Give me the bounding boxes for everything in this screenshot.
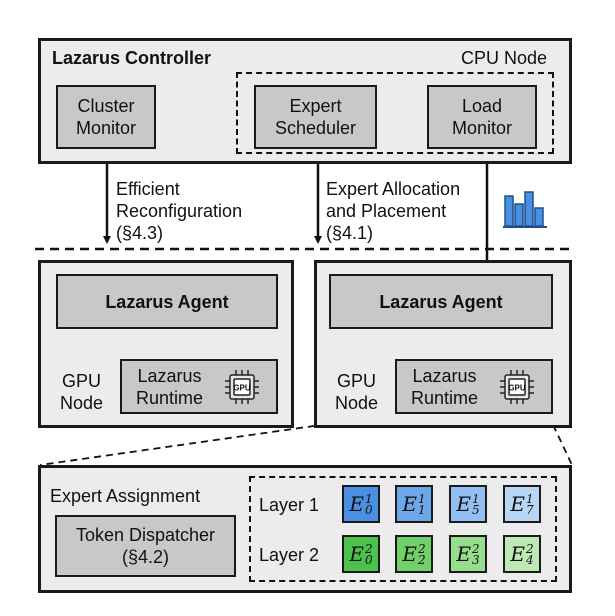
expert-base: E [402, 541, 417, 566]
lazarus-agent-label-left: Lazarus Agent [105, 291, 229, 312]
expert-assignment-label: Expert Assignment [50, 486, 201, 506]
cpu-node-label: CPU Node [461, 48, 548, 68]
reconfig-line-3: (§4.3) [116, 223, 164, 243]
expert-id-index: 2 [417, 553, 426, 568]
zoom-line-right [547, 413, 573, 466]
expert-base: E [349, 541, 364, 566]
bar-chart-icon [503, 191, 547, 228]
load-monitor-box: Load Monitor [427, 85, 537, 149]
allocation-line-2: and Placement [326, 201, 447, 221]
expert-id-index: 4 [525, 553, 534, 568]
expert-base: E [456, 491, 471, 516]
runtime-line-2-left: Runtime [136, 387, 204, 408]
expert-layer-index: 1 [471, 492, 480, 507]
reconfig-label: Efficient Reconfiguration (§4.3) [116, 178, 242, 244]
expert-layer-index: 2 [525, 542, 534, 557]
expert-base: E [456, 541, 471, 566]
expert-layer-index: 2 [417, 542, 426, 557]
lazarus-runtime-label-right: Lazarus Runtime [411, 365, 478, 409]
expert-id-index: 3 [471, 553, 480, 568]
expert-scheduler-label: Expert Scheduler [274, 96, 357, 138]
allocation-line-3: (§4.1) [326, 223, 374, 243]
expert-layer-index: 1 [364, 492, 373, 507]
scheduler-group-boundary [236, 72, 554, 154]
cluster-monitor-label: Cluster Monitor [75, 96, 137, 138]
load-monitor-label: Load Monitor [451, 96, 513, 138]
allocation-label: Expert Allocation and Placement (§4.1) [326, 178, 460, 244]
controller-title: Lazarus Controller [52, 48, 212, 68]
runtime-line-1-right: Lazarus [412, 365, 477, 386]
lazarus-agent-box-right: Lazarus Agent [329, 274, 553, 329]
expert-base: E [510, 541, 525, 566]
token-dispatcher-line-2: (§4.2) [121, 547, 169, 567]
gpu-node-line-2-left: Node [60, 393, 104, 413]
gpu-chip-text-left: GPU [233, 384, 251, 393]
allocation-line-1: Expert Allocation [326, 179, 461, 199]
expert-base: E [349, 491, 364, 516]
expert-id-index: 7 [525, 503, 534, 518]
lazarus-runtime-label-left: Lazarus Runtime [136, 365, 203, 409]
gpu-node-line-1-left: GPU [62, 371, 102, 391]
lazarus-agent-box-left: Lazarus Agent [56, 274, 278, 329]
expert-id-index: 1 [417, 503, 426, 518]
gpu-chip-text-right: GPU [508, 384, 526, 393]
gpu-node-label-left: GPU Node [60, 370, 103, 414]
token-dispatcher-box: Token Dispatcher (§4.2) [55, 515, 236, 577]
expert-layer-index: 2 [471, 542, 480, 557]
expert-id-index: 5 [471, 503, 480, 518]
expert-base: E [510, 491, 525, 516]
expert-scheduler-box: Expert Scheduler [254, 85, 377, 149]
gpu-node-label-right: GPU Node [335, 370, 378, 414]
lazarus-agent-label-right: Lazarus Agent [379, 291, 503, 312]
token-dispatcher-label: Token Dispatcher (§4.2) [76, 524, 215, 568]
gpu-chip-icon: GPU [225, 370, 259, 404]
expert-base: E [402, 491, 417, 516]
expert-layer-index: 2 [364, 542, 373, 557]
expert-id-index: 0 [364, 553, 373, 568]
gpu-chip-icon: GPU [500, 370, 534, 404]
reconfig-line-2: Reconfiguration [116, 201, 243, 221]
reconfig-line-1: Efficient [116, 179, 180, 199]
token-dispatcher-line-1: Token Dispatcher [75, 525, 216, 545]
expert-id-index: 0 [364, 503, 373, 518]
expert-assignment-boundary [249, 476, 557, 582]
layer-1-label: Layer 1 [259, 495, 320, 515]
gpu-node-line-2-right: Node [335, 393, 379, 413]
runtime-line-2-right: Runtime [411, 387, 479, 408]
gpu-node-line-1-right: GPU [337, 371, 377, 391]
cluster-monitor-box: Cluster Monitor [56, 85, 156, 149]
expert-layer-index: 1 [525, 492, 534, 507]
runtime-line-1-left: Lazarus [137, 365, 202, 386]
lazarus-runtime-box-left: Lazarus Runtime [120, 359, 278, 414]
layer-2-label: Layer 2 [259, 545, 320, 565]
expert-layer-index: 1 [417, 492, 426, 507]
